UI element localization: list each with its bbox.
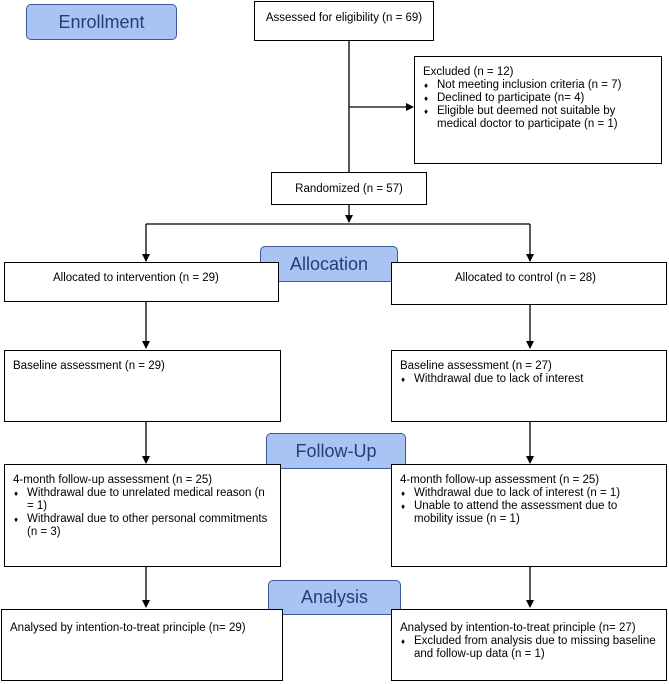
- followup-intervention-list: Withdrawal due to unrelated medical reas…: [13, 487, 272, 539]
- stage-label-enrollment: Enrollment: [26, 4, 177, 40]
- excluded-title: Excluded (n = 12): [423, 66, 514, 78]
- stage-label-allocation: Allocation: [260, 246, 398, 282]
- stage-label-analysis: Analysis: [268, 580, 401, 615]
- analysed-intervention-box: Analysed by intention-to-treat principle…: [1, 609, 283, 681]
- followup-control-item: Unable to attend the assessment due to m…: [400, 500, 658, 526]
- stage-enrollment-text: Enrollment: [58, 11, 145, 32]
- baseline-control-title: Baseline assessment (n = 27): [400, 360, 552, 372]
- stage-allocation-text: Allocation: [289, 253, 369, 274]
- followup-intervention-item: Withdrawal due to unrelated medical reas…: [13, 487, 272, 513]
- assessed-box: Assessed for eligibility (n = 69): [254, 1, 434, 41]
- analysed-intervention-text: Analysed by intention-to-treat principle…: [10, 622, 246, 634]
- stage-follow-up-text: Follow-Up: [295, 440, 377, 461]
- excluded-list: Not meeting inclusion criteria (n = 7) D…: [423, 79, 653, 131]
- randomized-text: Randomized (n = 57): [295, 183, 403, 195]
- analysed-control-box: Analysed by intention-to-treat principle…: [391, 609, 667, 681]
- followup-control-item: Withdrawal due to lack of interest (n = …: [400, 487, 658, 500]
- followup-control-title: 4-month follow-up assessment (n = 25): [400, 474, 600, 486]
- stage-label-follow-up: Follow-Up: [266, 433, 406, 469]
- baseline-intervention-box: Baseline assessment (n = 29): [4, 350, 281, 422]
- followup-intervention-title: 4-month follow-up assessment (n = 25): [13, 474, 213, 486]
- followup-intervention-item: Withdrawal due to other personal commitm…: [13, 513, 272, 539]
- assessed-text: Assessed for eligibility (n = 69): [265, 12, 423, 24]
- excluded-box: Excluded (n = 12) Not meeting inclusion …: [414, 56, 662, 164]
- allocated-intervention-box: Allocated to intervention (n = 29): [4, 262, 279, 302]
- analysed-control-title: Analysed by intention-to-treat principle…: [400, 622, 636, 634]
- excluded-item: Not meeting inclusion criteria (n = 7): [423, 79, 653, 92]
- baseline-intervention-text: Baseline assessment (n = 29): [13, 360, 165, 372]
- analysed-control-item: Excluded from analysis due to missing ba…: [400, 635, 658, 661]
- followup-intervention-box: 4-month follow-up assessment (n = 25) Wi…: [4, 464, 281, 567]
- baseline-control-item: Withdrawal due to lack of interest: [400, 373, 658, 386]
- allocated-control-text: Allocated to control (n = 28): [455, 272, 596, 284]
- excluded-item: Declined to participate (n= 4): [423, 92, 653, 105]
- stage-analysis-text: Analysis: [300, 587, 369, 607]
- randomized-box: Randomized (n = 57): [271, 172, 427, 205]
- allocated-control-box: Allocated to control (n = 28): [391, 262, 667, 305]
- followup-control-box: 4-month follow-up assessment (n = 25) Wi…: [391, 464, 667, 567]
- excluded-item: Eligible but deemed not suitable by medi…: [423, 105, 653, 131]
- analysed-control-list: Excluded from analysis due to missing ba…: [400, 635, 658, 661]
- allocated-intervention-text: Allocated to intervention (n = 29): [53, 272, 219, 284]
- baseline-control-list: Withdrawal due to lack of interest: [400, 373, 658, 386]
- baseline-control-box: Baseline assessment (n = 27) Withdrawal …: [391, 350, 667, 422]
- followup-control-list: Withdrawal due to lack of interest (n = …: [400, 487, 658, 526]
